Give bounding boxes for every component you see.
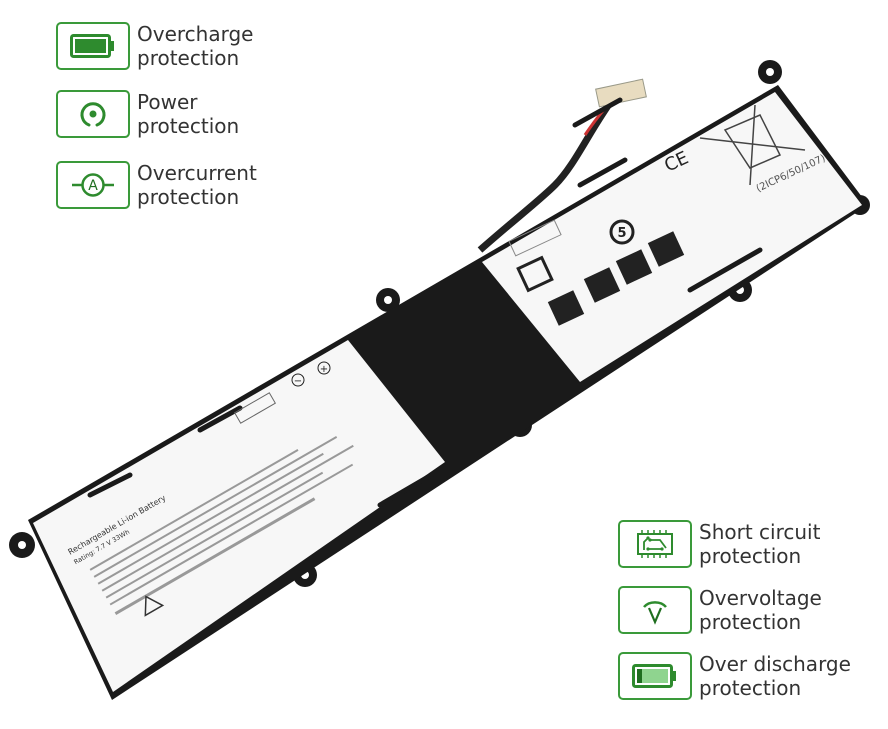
power-icon	[56, 90, 130, 138]
feature-line1: Overcharge	[137, 22, 254, 46]
feature-line1: Overcurrent	[137, 161, 257, 185]
feature-line2: protection	[699, 676, 802, 700]
weee-bin-icon	[699, 104, 806, 186]
ammeter-icon: A	[56, 161, 130, 209]
recycle-5-icon	[609, 219, 635, 245]
plus-terminal: +	[320, 364, 328, 375]
connector	[595, 78, 647, 108]
feature-line2: protection	[137, 185, 240, 209]
svg-text:A: A	[88, 178, 98, 194]
feature-line1: Overvoltage	[699, 586, 822, 610]
recycle-number: 5	[617, 226, 626, 241]
feature-line1: Short circuit	[699, 520, 821, 544]
minus-terminal: −	[294, 376, 302, 387]
feature-line2: protection	[699, 544, 802, 568]
safety-icons	[516, 231, 685, 326]
feature-line2: protection	[137, 46, 240, 70]
left-label	[33, 340, 445, 692]
feature-line2: protection	[699, 610, 802, 634]
feature-line1: Power	[137, 90, 198, 114]
voltmeter-icon	[618, 586, 692, 634]
battery-low-icon	[618, 652, 692, 700]
feature-line2: protection	[137, 114, 240, 138]
circuit-board-icon	[618, 520, 692, 568]
warning-icon	[144, 595, 165, 617]
feature-line1: Over discharge	[699, 652, 851, 676]
battery-full-icon	[56, 22, 130, 70]
